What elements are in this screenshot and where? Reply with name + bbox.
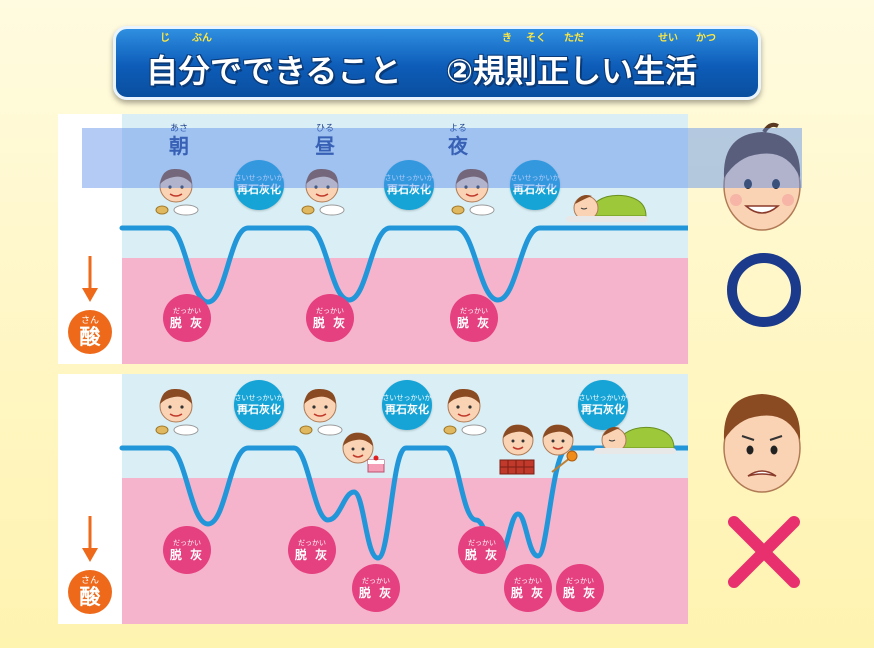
time-night-kanji: 夜 [448, 134, 468, 158]
remin-ruby: さいせっかいか [384, 174, 434, 182]
time-noon: ひる 昼 [310, 124, 340, 157]
remin-kanji: 再石灰化 [387, 183, 431, 196]
demin-ruby: だっかい [362, 576, 390, 585]
title-part1: 自分でできること [146, 52, 402, 90]
child-eating-icon [155, 168, 199, 216]
child-eating-icon [451, 168, 495, 216]
lower-band [122, 258, 688, 364]
demin-kanji: 脱 灰 [312, 315, 348, 330]
time-morning-kanji: 朝 [169, 134, 189, 158]
good-symbol-text: ○ [764, 297, 765, 299]
demin-kanji: 脱 灰 [169, 315, 205, 330]
time-morning-ruby: あさ [169, 124, 188, 134]
ruby-tada: ただ [564, 33, 584, 44]
demin-ruby: だっかい [566, 576, 594, 585]
remin-ruby: さいせっかいか [234, 174, 284, 182]
title-part2: ②規則正しい生活 [446, 52, 698, 90]
ruby-sei: せい [658, 33, 678, 44]
demineralization-bubble: だっかい 脱 灰 [352, 564, 400, 612]
time-night-ruby: よる [449, 124, 467, 134]
remineralization-bubble: さいせっかいか 再石灰化 [384, 160, 434, 210]
child-eating-icon [443, 388, 487, 436]
acid-ruby: さん [80, 316, 99, 326]
child-snack-icon [499, 424, 535, 475]
time-night: よる 夜 [443, 124, 473, 157]
demineralization-bubble: だっかい 脱 灰 [288, 526, 336, 574]
title-banner: じ ぶん 自分でできること き そく ただ せい かつ ②規則正しい生活 [113, 26, 761, 100]
sleeping-child-icon [566, 194, 648, 222]
happy-face-icon [723, 122, 801, 231]
good-circle-mark: ○ [727, 253, 801, 327]
selection-highlight [82, 128, 802, 188]
remin-ruby: さいせっかいか [510, 174, 560, 182]
child-snack-icon [542, 424, 578, 473]
remin-kanji: 再石灰化 [237, 403, 281, 416]
demineralization-bubble: だっかい 脱 灰 [163, 294, 211, 342]
chocolate-icon [499, 459, 535, 475]
time-noon-kanji: 昼 [315, 134, 335, 158]
worried-face-icon [723, 394, 801, 493]
acid-ruby: さん [80, 576, 99, 586]
demineralization-bubble: だっかい 脱 灰 [504, 564, 552, 612]
demin-kanji: 脱 灰 [294, 547, 330, 562]
ruby-bun: ぶん [192, 33, 212, 44]
demin-kanji: 脱 灰 [456, 315, 492, 330]
acid-arrow-icon [82, 256, 98, 302]
acid-kanji: 酸 [79, 585, 101, 609]
remineralization-bubble: さいせっかいか 再石灰化 [382, 380, 432, 430]
bad-cross-mark [728, 516, 800, 588]
oral-ph-curve [119, 225, 688, 305]
demin-ruby: だっかい [460, 306, 488, 315]
demin-kanji: 脱 灰 [169, 547, 205, 562]
ruby-ki: き [502, 33, 512, 44]
bad-routine-panel: さん 酸 [58, 374, 688, 624]
oral-ph-curve [119, 445, 688, 561]
acid-badge: さん 酸 [68, 310, 112, 354]
demin-ruby: だっかい [468, 538, 496, 547]
remin-ruby: さいせっかいか [578, 394, 628, 402]
demineralization-bubble: だっかい 脱 灰 [450, 294, 498, 342]
ruby-ji: じ [160, 33, 170, 44]
demineralization-bubble: だっかい 脱 灰 [458, 526, 506, 574]
child-snack-icon [342, 432, 385, 473]
acid-kanji: 酸 [79, 325, 101, 349]
remin-kanji: 再石灰化 [513, 183, 557, 196]
ruby-katsu: かつ [696, 33, 716, 44]
child-eating-icon [299, 388, 343, 436]
remineralization-bubble: さいせっかいか 再石灰化 [234, 160, 284, 210]
demineralization-bubble: だっかい 脱 灰 [306, 294, 354, 342]
demin-kanji: 脱 灰 [464, 547, 500, 562]
acid-badge: さん 酸 [68, 570, 112, 614]
remin-ruby: さいせっかいか [382, 394, 432, 402]
good-routine-panel: さん 酸 あさ 朝 ひる 昼 よる 夜 [58, 114, 688, 364]
remin-kanji: 再石灰化 [237, 183, 281, 196]
candy-icon [551, 450, 578, 473]
demineralization-bubble: だっかい 脱 灰 [163, 526, 211, 574]
remineralization-bubble: さいせっかいか 再石灰化 [510, 160, 560, 210]
remin-kanji: 再石灰化 [385, 403, 429, 416]
demin-kanji: 脱 灰 [562, 585, 598, 600]
cake-icon [367, 455, 385, 473]
sleeping-child-icon [594, 426, 676, 454]
remin-ruby: さいせっかいか [234, 394, 284, 402]
time-noon-ruby: ひる [315, 124, 334, 134]
acid-arrow-icon [82, 516, 98, 562]
demin-ruby: だっかい [316, 306, 344, 315]
demineralization-bubble: だっかい 脱 灰 [556, 564, 604, 612]
demin-ruby: だっかい [173, 538, 201, 547]
demin-ruby: だっかい [173, 306, 201, 315]
remineralization-bubble: さいせっかいか 再石灰化 [234, 380, 284, 430]
demin-ruby: だっかい [298, 538, 326, 547]
remineralization-bubble: さいせっかいか 再石灰化 [578, 380, 628, 430]
child-eating-icon [301, 168, 345, 216]
demin-kanji: 脱 灰 [510, 585, 546, 600]
demin-ruby: だっかい [514, 576, 542, 585]
demin-kanji: 脱 灰 [358, 585, 394, 600]
child-eating-icon [155, 388, 199, 436]
ruby-soku: そく [526, 33, 546, 44]
time-morning: あさ 朝 [164, 124, 194, 157]
remin-kanji: 再石灰化 [581, 403, 625, 416]
